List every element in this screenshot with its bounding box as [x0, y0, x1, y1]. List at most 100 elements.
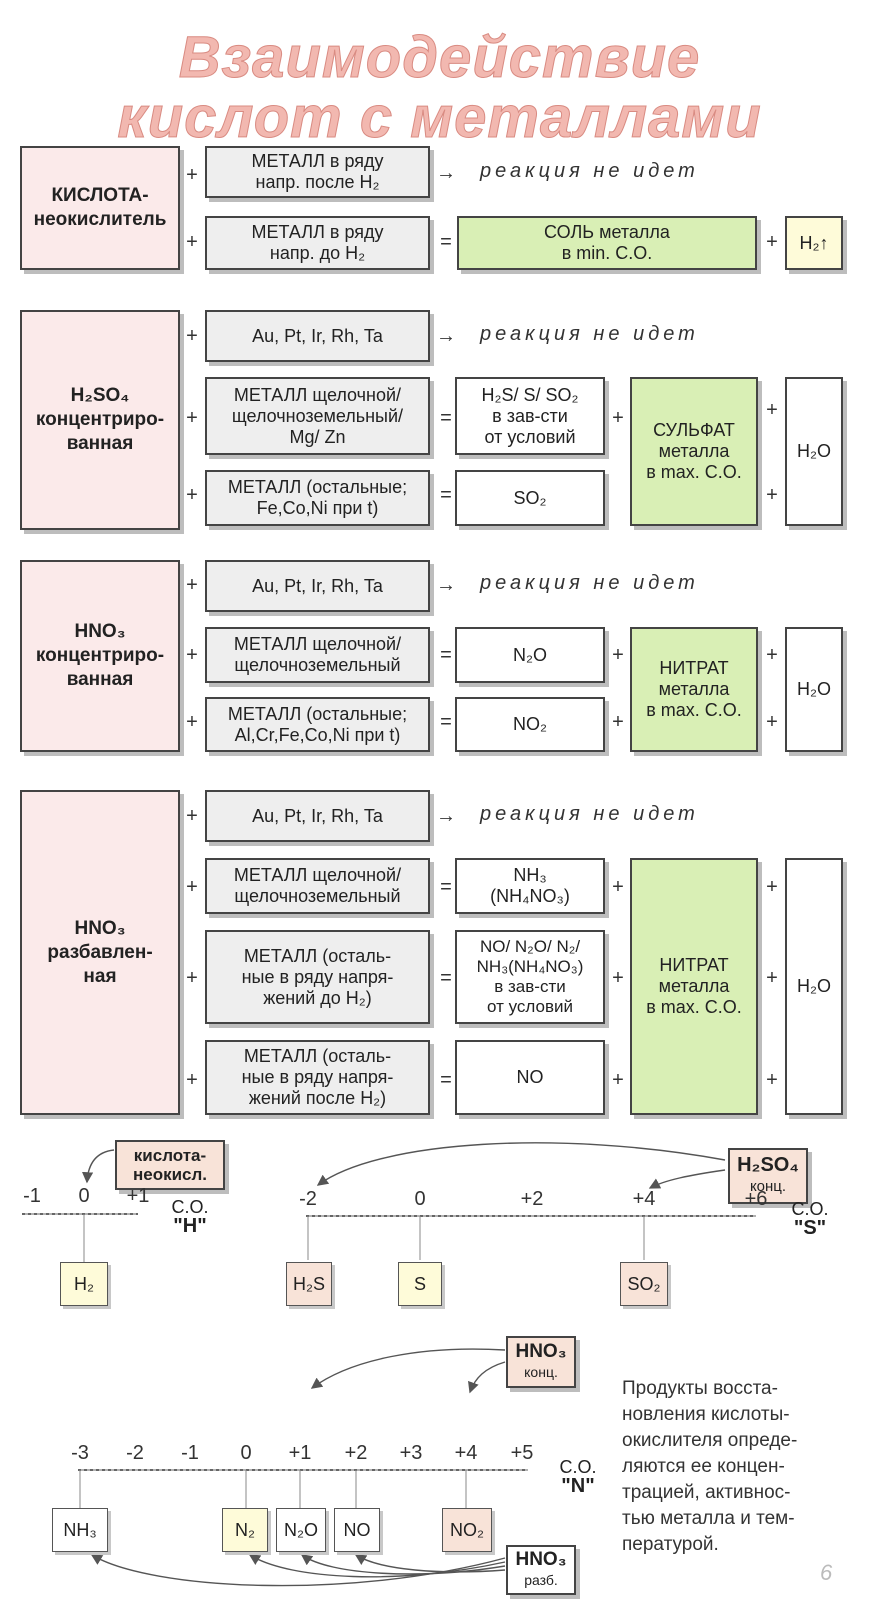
- no-reaction-text: реакция не идет: [480, 323, 699, 345]
- nitrate-salt: НИТРАТ металла в max. С.О.: [630, 858, 758, 1115]
- tick-n: 0: [240, 1442, 252, 1464]
- arrow-icon: →: [436, 325, 456, 347]
- equals-sign: =: [440, 967, 452, 989]
- product-n2o: N₂O: [276, 1508, 326, 1552]
- plus-sign: +: [612, 967, 624, 989]
- acid-h2so4-conc: H₂SO₄ концентриро- ванная: [20, 310, 180, 530]
- metal-alkali: МЕТАЛЛ щелочной/ щелочноземельный/ Mg/ Z…: [205, 377, 430, 455]
- equals-sign: =: [440, 644, 452, 666]
- tick-n: +5: [510, 1442, 534, 1464]
- plus-sign: +: [766, 711, 778, 733]
- product-no: NO: [334, 1508, 380, 1552]
- plus-sign: +: [612, 644, 624, 666]
- product-h2: H₂: [60, 1262, 108, 1306]
- arrow-icon: →: [436, 574, 456, 596]
- oxidation-scales: [22, 1142, 756, 1587]
- tick-s: -2: [299, 1188, 317, 1210]
- plus-sign: +: [186, 805, 198, 827]
- product-mixed: NO/ N₂O/ N₂/ NH₃(NH₄NO₃) в зав-сти от ус…: [455, 930, 605, 1024]
- sulfate-salt: СУЛЬФАТ металла в max. С.О.: [630, 377, 758, 526]
- tick-n: -2: [126, 1442, 144, 1464]
- noble-metals: Au, Pt, Ir, Rh, Ta: [205, 310, 430, 362]
- plus-sign: +: [766, 644, 778, 666]
- product-n2: N₂: [222, 1508, 268, 1552]
- explanation-note: Продукты восста- новления кислоты- окисл…: [622, 1378, 798, 1555]
- plus-sign: +: [766, 399, 778, 421]
- plus-sign: +: [186, 711, 198, 733]
- title-line2: кислот с металлами: [117, 85, 762, 150]
- tick-s: +2: [520, 1188, 544, 1210]
- water: H₂O: [785, 377, 843, 526]
- plus-sign: +: [612, 876, 624, 898]
- product-s: S: [398, 1262, 442, 1306]
- tick-n: -1: [181, 1442, 199, 1464]
- product-no: NO: [455, 1040, 605, 1115]
- tick-h-0: 0: [78, 1185, 90, 1207]
- equals-sign: =: [440, 407, 452, 429]
- tick-s: +6: [744, 1188, 768, 1210]
- arrow-icon: →: [436, 805, 456, 827]
- equals-sign: =: [440, 711, 452, 733]
- plus-sign: +: [766, 967, 778, 989]
- product-n2o: N₂O: [455, 627, 605, 683]
- product-nh3: NH₃ (NH₄NO₃): [455, 858, 605, 914]
- plus-sign: +: [766, 484, 778, 506]
- no-reaction-text: реакция не идет: [480, 803, 699, 825]
- metal-other: МЕТАЛЛ (остальные; Al,Cr,Fe,Co,Ni при t): [205, 697, 430, 752]
- plus-sign: +: [186, 876, 198, 898]
- plus-sign: +: [766, 876, 778, 898]
- metal-after-h2: МЕТАЛЛ (осталь- ные в ряду напря- жений …: [205, 1040, 430, 1115]
- tick-n: -3: [71, 1442, 89, 1464]
- product-h2s: H₂S: [286, 1262, 332, 1306]
- tick-h-minus1: -1: [23, 1185, 41, 1207]
- plus-sign: +: [766, 1069, 778, 1091]
- product-h2s-s-so2: H₂S/ S/ SO₂ в зав-сти от условий: [455, 377, 605, 455]
- tick-n: +3: [399, 1442, 423, 1464]
- equals-sign: =: [440, 876, 452, 898]
- plus-sign: +: [186, 644, 198, 666]
- tick-n: +1: [288, 1442, 312, 1464]
- equals-sign: =: [440, 1069, 452, 1091]
- metal-after-h2: МЕТАЛЛ в ряду напр. после H₂: [205, 146, 430, 198]
- plus-sign: +: [612, 407, 624, 429]
- product-so2: SO₂: [620, 1262, 668, 1306]
- axis-label-h: С.О."H": [171, 1197, 209, 1237]
- plus-sign: +: [186, 967, 198, 989]
- label-non-oxidizer: кислота- неокисл.: [115, 1140, 225, 1190]
- water: H₂O: [785, 858, 843, 1115]
- noble-metals: Au, Pt, Ir, Rh, Ta: [205, 790, 430, 842]
- nitrate-salt: НИТРАТ металла в max. С.О.: [630, 627, 758, 752]
- plus-sign: +: [612, 1069, 624, 1091]
- metal-other: МЕТАЛЛ (остальные; Fe,Co,Ni при t): [205, 470, 430, 526]
- product-so2: SO₂: [455, 470, 605, 526]
- tick-s: 0: [414, 1188, 426, 1210]
- plus-sign: +: [766, 231, 778, 253]
- salt-min-co: СОЛЬ металла в min. С.О.: [457, 216, 757, 270]
- arrow-icon: →: [436, 162, 456, 184]
- product-no2: NO₂: [442, 1508, 492, 1552]
- product-no2: NO₂: [455, 697, 605, 752]
- metal-before-h2: МЕТАЛЛ в ряду напр. до H₂: [205, 216, 430, 270]
- metal-alkali: МЕТАЛЛ щелочной/ щелочноземельный: [205, 627, 430, 683]
- equals-sign: =: [440, 484, 452, 506]
- plus-sign: +: [612, 711, 624, 733]
- acid-hno3-conc: HNO₃ концентриро- ванная: [20, 560, 180, 752]
- axis-label-s: С.О."S": [791, 1199, 829, 1239]
- tick-s: +4: [632, 1188, 656, 1210]
- plus-sign: +: [186, 164, 198, 186]
- water: H₂O: [785, 627, 843, 752]
- equals-sign: =: [440, 231, 452, 253]
- tick-n: +2: [344, 1442, 368, 1464]
- plus-sign: +: [186, 484, 198, 506]
- acid-non-oxidizer: КИСЛОТА- неокислитель: [20, 146, 180, 270]
- product-nh3: NH₃: [52, 1508, 108, 1552]
- no-reaction-text: реакция не идет: [480, 160, 699, 182]
- tick-n: +4: [454, 1442, 478, 1464]
- hydrogen-gas: H₂↑: [785, 216, 843, 270]
- plus-sign: +: [186, 574, 198, 596]
- title-line1: Взаимодействие: [178, 25, 701, 90]
- tick-h-plus1: +1: [126, 1185, 150, 1207]
